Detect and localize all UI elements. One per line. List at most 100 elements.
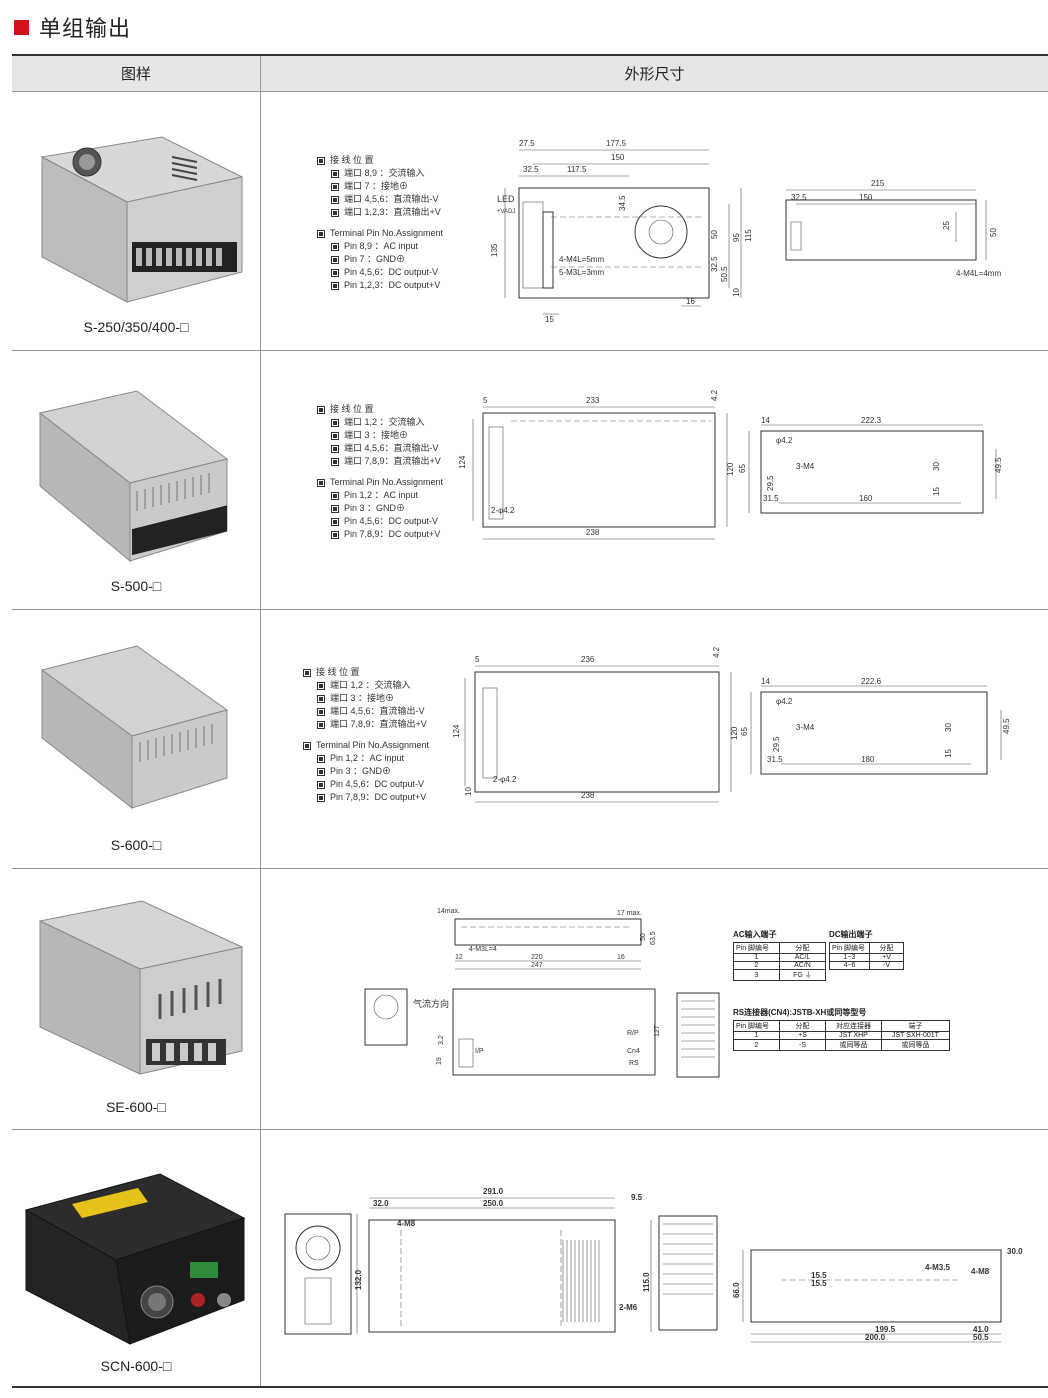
svg-text:65: 65 [740, 727, 749, 736]
svg-text:气流方向: 气流方向 [413, 998, 449, 1009]
svg-text:5: 5 [483, 396, 488, 405]
svg-text:Cn4: Cn4 [627, 1048, 640, 1055]
svg-text:3-M4: 3-M4 [796, 462, 815, 471]
dimension-drawing: 5 236 4.2 124 120 2-φ4.2 10 238 14 222.6… [452, 646, 1011, 803]
svg-text:4-M3L=4: 4-M3L=4 [469, 946, 497, 953]
svg-text:15: 15 [944, 749, 953, 758]
bullet-icon [317, 707, 325, 716]
dimension-cell: 291.0 32.0 250.0 9.5 4-M8 132.0 115.0 2-… [261, 1130, 1048, 1386]
table-row: S-250/350/400-□ 接 线 位 置 端口 8,9 ：交流输入 端口 … [12, 92, 1048, 351]
header-dims-col: 外形尺寸 [624, 65, 685, 83]
table-row: SCN-600-□ [12, 1130, 1048, 1388]
svg-text:150: 150 [859, 193, 873, 202]
svg-text:15.5: 15.5 [811, 1279, 827, 1288]
svg-text:215: 215 [871, 179, 885, 188]
svg-text:50: 50 [640, 933, 647, 941]
bullet-icon [331, 418, 339, 427]
section-title-text: 单组输出 [39, 17, 132, 42]
bullet-icon [331, 504, 339, 513]
svg-text:29.5: 29.5 [772, 736, 781, 752]
svg-text:236: 236 [581, 655, 595, 664]
bullet-icon [331, 431, 339, 440]
dimension-cell: 14max. 17 max. 4-M3L=4 50 63.5 12 220 24… [261, 869, 1048, 1129]
product-image-cell: S-250/350/400-□ [12, 92, 261, 350]
svg-text:31.5: 31.5 [767, 755, 783, 764]
svg-text:4-M8: 4-M8 [397, 1219, 416, 1228]
svg-text:+VADJ: +VADJ [497, 209, 515, 215]
red-square-icon [14, 19, 29, 35]
psu-photo-s250 [40, 136, 244, 303]
svg-text:4.2: 4.2 [712, 646, 721, 658]
bullet-icon [317, 793, 325, 802]
svg-text:30: 30 [932, 462, 941, 471]
svg-text:233: 233 [586, 396, 600, 405]
psu-photo-s600 [40, 645, 229, 810]
dimension-drawing: 5 233 4.2 124 120 2-φ4.2 238 14 222.3 φ4… [458, 389, 1003, 540]
svg-text:19: 19 [436, 1057, 443, 1065]
svg-text:5-M3L=3mm: 5-M3L=3mm [559, 268, 604, 277]
svg-text:29.5: 29.5 [766, 475, 775, 491]
svg-text:10: 10 [464, 787, 473, 796]
svg-text:4-M8: 4-M8 [971, 1267, 990, 1276]
svg-text:115: 115 [744, 229, 753, 242]
product-image-cell: S-500-□ [12, 351, 261, 609]
svg-text:9.5: 9.5 [631, 1193, 643, 1202]
bullet-icon [331, 517, 339, 526]
svg-text:115.0: 115.0 [642, 1272, 651, 1292]
header-image-col: 图样 [12, 56, 261, 91]
bullet-icon [331, 491, 339, 500]
bullet-icon [317, 720, 325, 729]
svg-text:15: 15 [932, 487, 941, 496]
dc-output-table: DC输出端子 Pin 脚编号分配 1~3+V 4~6-V [829, 929, 904, 970]
svg-text:I/P: I/P [475, 1048, 484, 1055]
bullet-icon [331, 208, 339, 217]
svg-text:2-φ4.2: 2-φ4.2 [493, 775, 517, 784]
svg-text:34.5: 34.5 [618, 195, 627, 211]
bullet-icon [331, 195, 339, 204]
svg-text:41.0: 41.0 [973, 1325, 989, 1334]
product-image-cell: SCN-600-□ [12, 1130, 261, 1386]
svg-text:66.0: 66.0 [732, 1282, 741, 1298]
svg-text:4-M3.5: 4-M3.5 [925, 1263, 950, 1272]
bullet-icon [331, 457, 339, 466]
svg-text:124: 124 [458, 455, 467, 469]
svg-text:15.5: 15.5 [811, 1271, 827, 1280]
svg-text:220: 220 [531, 954, 543, 961]
svg-text:222.6: 222.6 [861, 677, 882, 686]
dimension-cell: 接 线 位 置 端口 1,2 ：交流输入 端口 3 ：接地⊕ 端口 4,5,6：… [261, 610, 1048, 868]
svg-text:117.5: 117.5 [567, 165, 587, 174]
svg-text:2-M6: 2-M6 [619, 1303, 638, 1312]
dimension-drawing: 291.0 32.0 250.0 9.5 4-M8 132.0 115.0 2-… [284, 1187, 1023, 1343]
product-table: 图样 外形尺寸 [12, 54, 1048, 1388]
table-row: S-600-□ 接 线 位 置 端口 1,2 ：交流输入 端口 3 ：接地⊕ 端… [12, 610, 1048, 869]
bullet-icon [317, 229, 325, 238]
svg-text:4.2: 4.2 [710, 389, 719, 401]
pin-assignment: 接 线 位 置 端口 1,2 ：交流输入 端口 3 ：接地⊕ 端口 4,5,6：… [317, 403, 443, 541]
bullet-icon [317, 694, 325, 703]
bullet-icon [317, 754, 325, 763]
svg-text:15: 15 [545, 315, 554, 324]
svg-text:RS: RS [629, 1060, 639, 1067]
svg-text:95: 95 [732, 233, 741, 242]
svg-text:32.5: 32.5 [710, 256, 719, 272]
bullet-icon [331, 268, 339, 277]
psu-photo-se600 [38, 900, 244, 1075]
bullet-icon [317, 681, 325, 690]
dimension-cell: 接 线 位 置 端口 1,2 ：交流输入 端口 3 ：接地⊕ 端口 4,5,6：… [261, 351, 1048, 609]
svg-text:150: 150 [611, 153, 625, 162]
svg-text:16: 16 [686, 297, 695, 306]
svg-text:222.3: 222.3 [861, 416, 882, 425]
model-label: S-500-□ [110, 578, 162, 594]
section-title: 单组输出 [14, 10, 131, 44]
bullet-icon [331, 281, 339, 290]
svg-text:32.0: 32.0 [373, 1199, 389, 1208]
bullet-icon [303, 668, 311, 677]
dimension-cell: 接 线 位 置 端口 8,9 ：交流输入 端口 7 ：接地⊕ 端口 4,5,6：… [261, 92, 1048, 350]
bullet-icon [331, 169, 339, 178]
svg-text:238: 238 [586, 528, 600, 537]
svg-text:50: 50 [989, 228, 998, 237]
svg-text:120: 120 [730, 726, 739, 740]
svg-text:65: 65 [738, 464, 747, 473]
bullet-icon [331, 242, 339, 251]
